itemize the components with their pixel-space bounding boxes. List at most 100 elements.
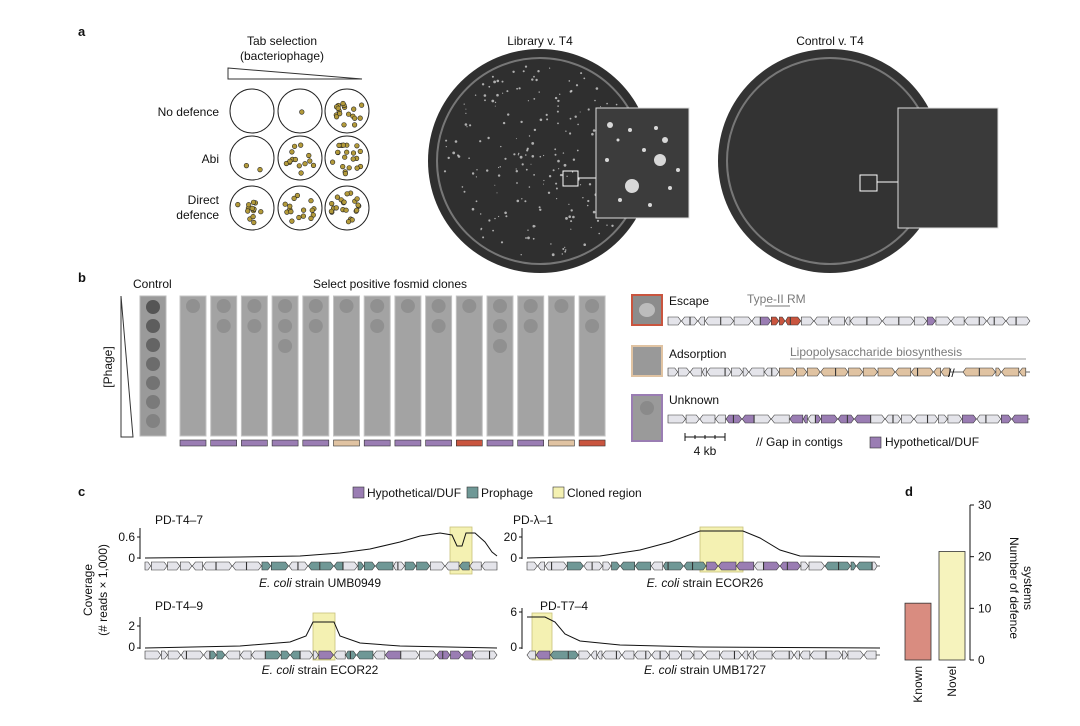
gene-arrow xyxy=(964,316,980,326)
gene-arrow xyxy=(706,561,719,571)
gene-arrow xyxy=(771,316,780,326)
plate-control-zoom-box xyxy=(859,174,878,192)
gene-arrow xyxy=(544,561,552,571)
gene-arrow xyxy=(550,650,569,660)
gene-arrow xyxy=(215,561,233,571)
fosmid-spot xyxy=(278,339,293,353)
plate-plaque xyxy=(539,208,542,211)
gene-arrow xyxy=(144,650,162,660)
plate-plaque xyxy=(600,106,601,108)
plate-plaque xyxy=(564,250,567,253)
row-label-no-defence: No defence xyxy=(158,105,220,119)
plate-plaque xyxy=(569,132,572,135)
gene-arrow xyxy=(592,561,603,571)
plate-plaque xyxy=(480,229,482,231)
gene-arrow xyxy=(734,650,743,660)
inset-plaque xyxy=(668,186,672,190)
gene-arrow xyxy=(566,561,584,571)
inset-plaque xyxy=(676,168,680,172)
plaque-dot xyxy=(334,194,341,200)
plate-plaque xyxy=(518,87,521,90)
plaque-dot xyxy=(245,208,251,214)
fosmid-strip-category-bar xyxy=(302,439,330,447)
plaque-dot xyxy=(294,192,301,199)
plot-pd-t4-7-strain: E. coli strain UMB0949 xyxy=(259,576,381,590)
plaque-dot xyxy=(296,163,302,169)
contig-gap-mark: // xyxy=(948,366,955,380)
plate-plaque xyxy=(471,172,475,175)
gene-arrow xyxy=(280,650,291,660)
gene-arrow xyxy=(824,561,839,571)
plaque-dot xyxy=(342,171,349,177)
fosmid-strip-category-bar xyxy=(179,439,207,447)
plaque-dot xyxy=(292,143,298,149)
fosmid-clone-strips xyxy=(179,295,606,447)
plaque-dot xyxy=(340,100,346,107)
gene-arrow xyxy=(681,650,694,660)
fosmid-strip-category-bar xyxy=(394,439,422,447)
plate-plaque xyxy=(454,140,458,143)
y-tick-label: 10 xyxy=(978,601,992,615)
plate-plaque xyxy=(577,123,579,126)
row-label-direct: Direct xyxy=(188,193,220,207)
gene-arrow xyxy=(741,650,749,660)
gene-arrow xyxy=(927,414,939,424)
gene-arrow xyxy=(429,561,446,571)
escape-plaque xyxy=(639,303,655,317)
plate-plaque xyxy=(475,176,477,178)
gene-arrow xyxy=(779,561,788,571)
fosmid-spot xyxy=(308,319,323,333)
gene-arrow xyxy=(667,414,686,424)
plate-plaque xyxy=(500,241,504,244)
plate-plaque xyxy=(518,152,520,155)
plate-plaque xyxy=(468,157,470,159)
gene-arrow xyxy=(901,414,915,424)
plate-plaque xyxy=(504,211,507,215)
gene-arrow xyxy=(793,650,800,660)
plate-plaque xyxy=(502,121,506,125)
plaque-dot xyxy=(288,209,294,215)
plaque-dot xyxy=(341,199,347,205)
fosmid-strip-category-bar xyxy=(210,439,237,447)
control-label: Control xyxy=(133,277,172,291)
gene-arrow xyxy=(209,650,217,660)
row-label-abi: Abi xyxy=(202,152,219,166)
plaque-dot xyxy=(251,219,257,226)
plate-plaque xyxy=(445,139,448,142)
gene-arrow xyxy=(167,561,181,571)
plot-pd-t7-4-tick-top: 6 xyxy=(510,605,517,619)
gene-arrow xyxy=(693,650,705,660)
plate-plaque xyxy=(528,135,531,137)
fosmid-strip xyxy=(455,295,483,437)
plate-plaque xyxy=(572,158,576,161)
gene-arrow xyxy=(167,650,182,660)
plate-plaque xyxy=(527,229,529,231)
fosmid-spot xyxy=(554,299,569,313)
gene-arrow xyxy=(828,316,845,326)
plot-pd-lambda-1-gene-track xyxy=(526,561,880,571)
legend-cloned-swatch xyxy=(552,486,565,499)
gene-arrow xyxy=(962,367,980,377)
gene-arrow xyxy=(837,414,848,424)
plot-pd-t7-4-title: PD-T7–4 xyxy=(540,599,588,613)
plate-plaque xyxy=(521,198,523,200)
gene-arrow xyxy=(270,561,289,571)
plate-plaque xyxy=(570,89,573,93)
plate-plaque xyxy=(526,149,529,152)
gene-arrow xyxy=(870,414,886,424)
control-spots xyxy=(146,300,160,428)
fosmid-strip xyxy=(517,295,545,437)
plaque-dot xyxy=(296,214,302,221)
gene-arrow xyxy=(854,414,871,424)
plaque-dot xyxy=(342,154,348,160)
gene-arrow xyxy=(660,650,670,660)
select-clones-label: Select positive fosmid clones xyxy=(313,277,467,291)
control-spot xyxy=(146,338,160,352)
plot-pd-t4-9-strain: E. coli strain ECOR22 xyxy=(262,663,379,677)
gene-arrow xyxy=(799,650,811,660)
gene-arrow xyxy=(373,650,386,660)
plate-plaque xyxy=(570,209,573,212)
fosmid-spot xyxy=(400,299,415,313)
gene-arrow xyxy=(444,561,460,571)
plate-plaque xyxy=(568,203,570,205)
